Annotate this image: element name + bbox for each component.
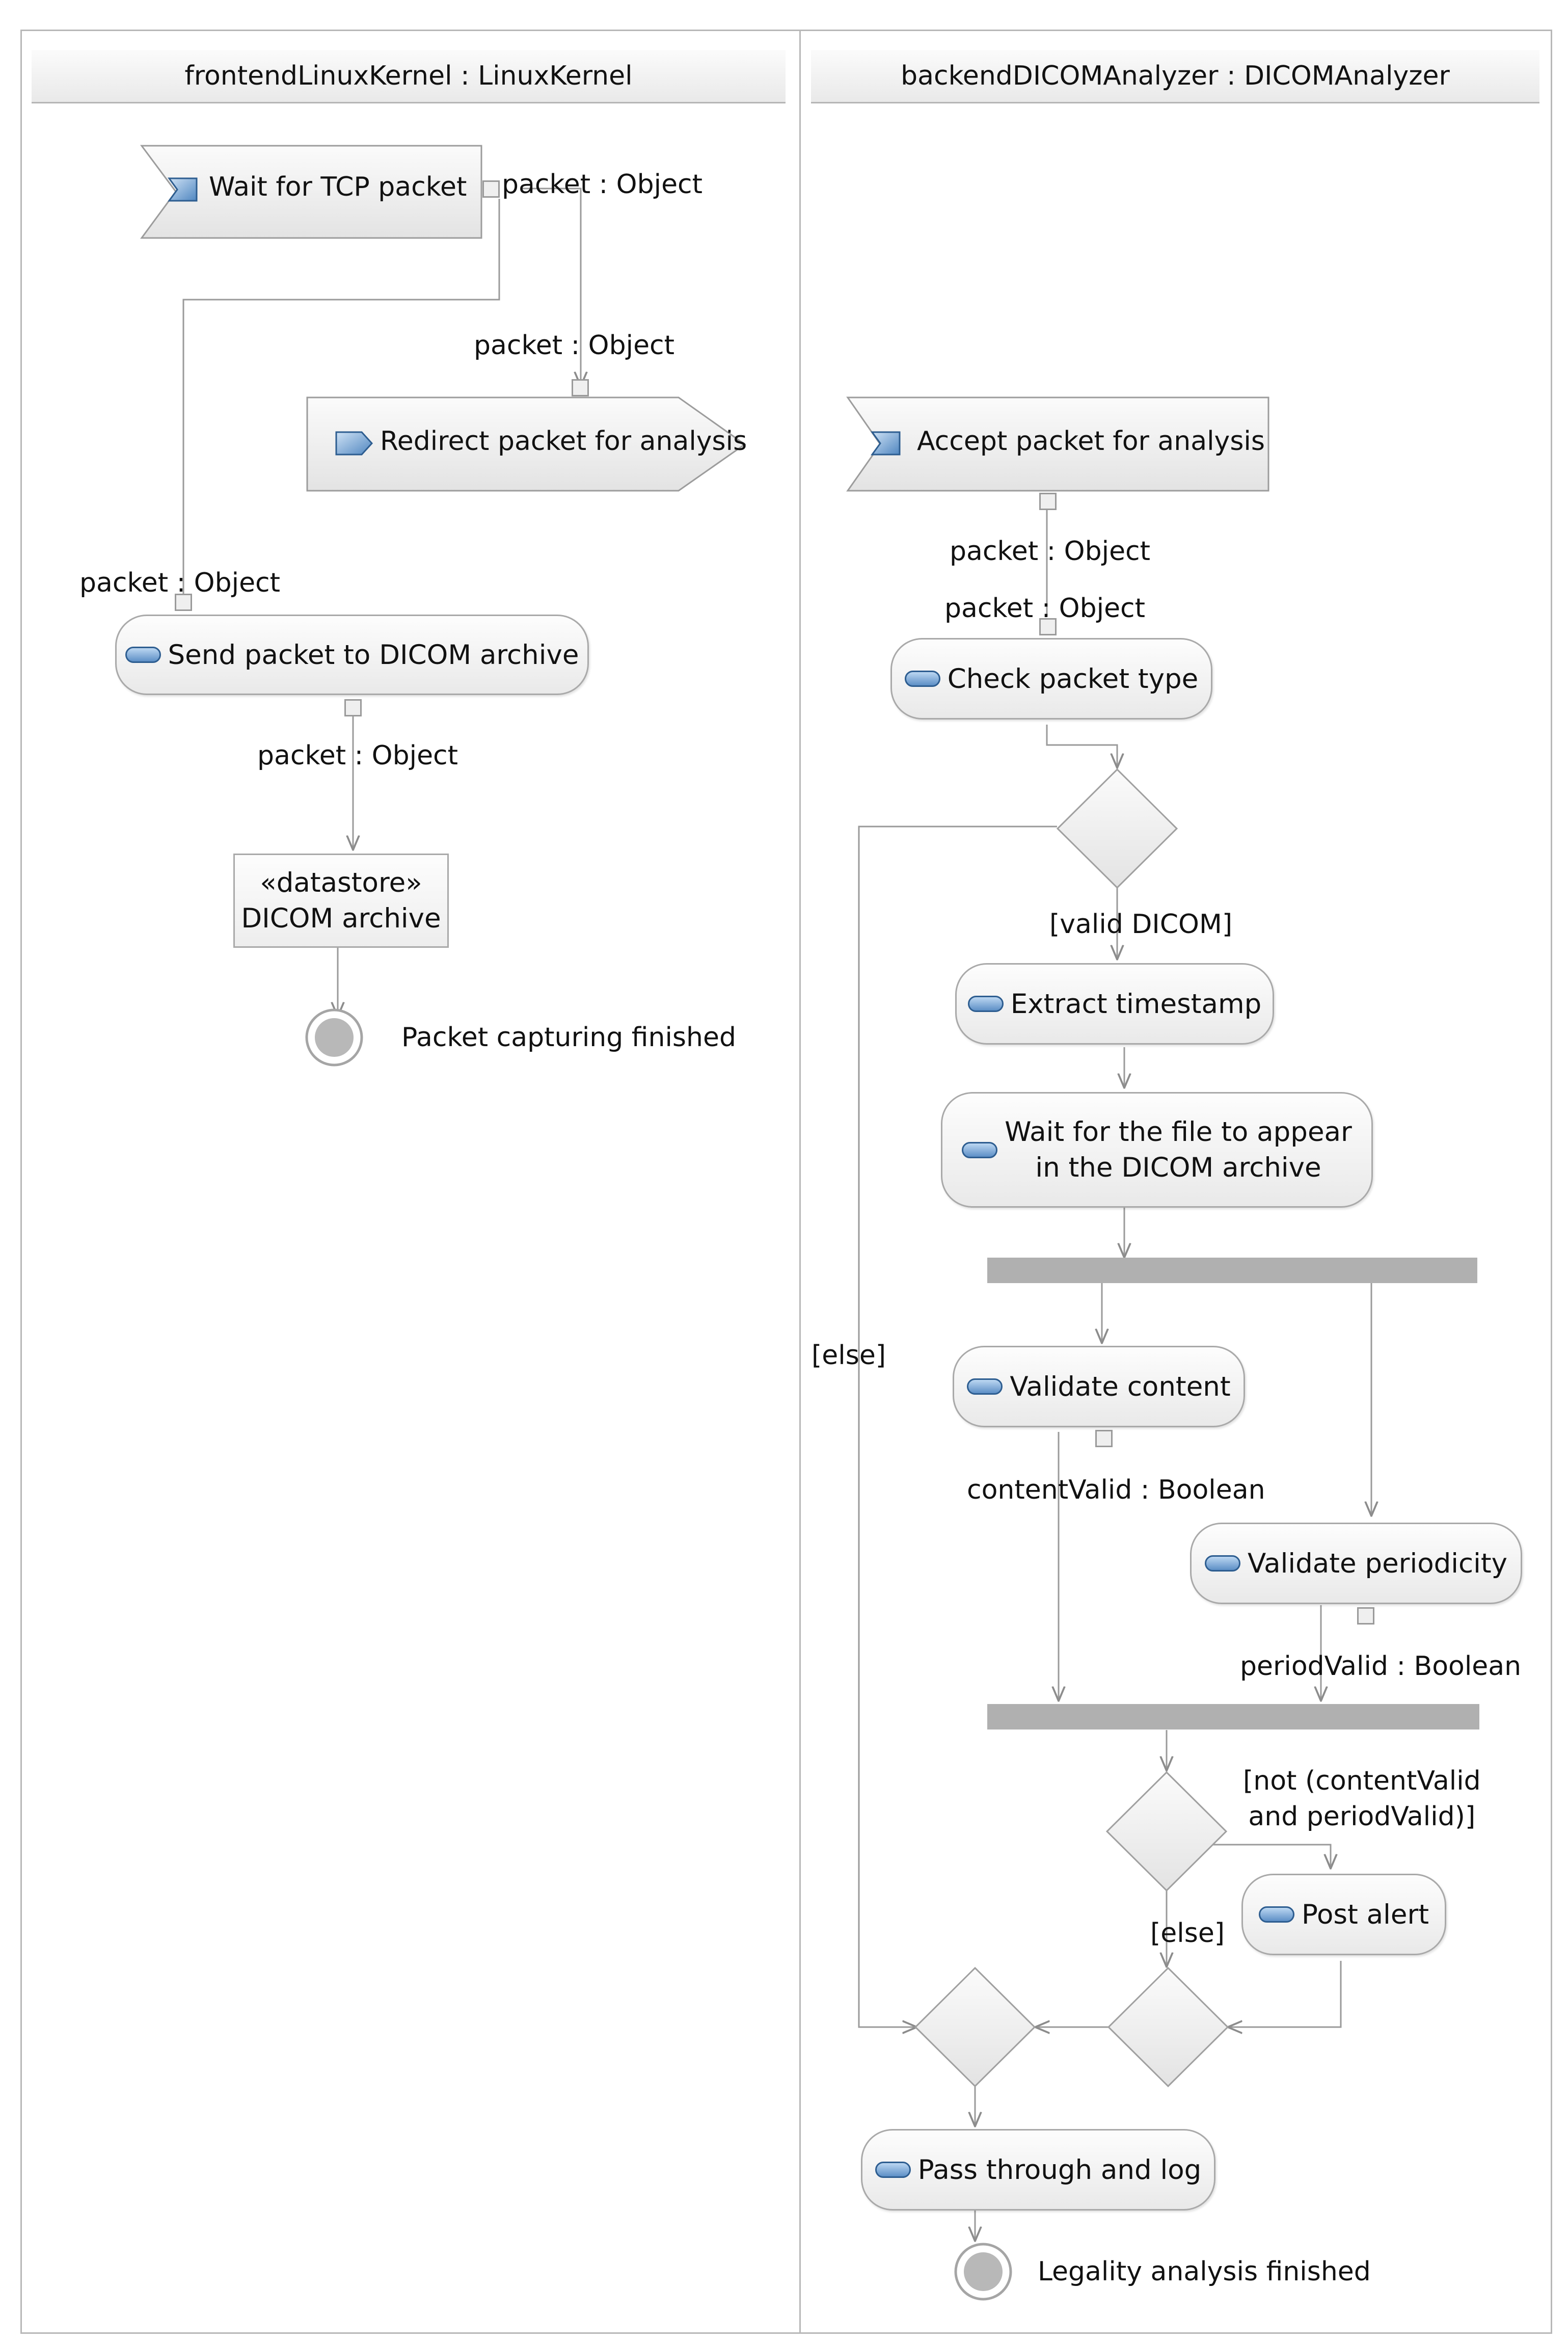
decision-valid (1105, 1771, 1228, 1892)
action-icon (125, 647, 161, 663)
pin-label: packet : Object (79, 568, 281, 598)
lane-backend (799, 30, 1552, 2334)
guard-not-valid: [not (contentValid and periodValid)] (1243, 1763, 1481, 1834)
send-signal-icon (335, 431, 373, 456)
pin-label: packet : Object (502, 169, 703, 200)
guard-else: [else] (1150, 1918, 1225, 1949)
redirect-shape (306, 396, 746, 492)
action-icon (904, 671, 940, 687)
validate-content-label: Validate content (1010, 1371, 1231, 1402)
lane-backend-header: backendDICOMAnalyzer : DICOMAnalyzer (811, 50, 1539, 103)
guard-not-line2: and periodValid)] (1248, 1801, 1476, 1832)
wait-tcp-label: Wait for TCP packet (209, 172, 467, 202)
check-type-action: Check packet type (890, 638, 1212, 720)
wait-file-line1: Wait for the file to appear (1005, 1116, 1352, 1148)
merge-outer (914, 1966, 1036, 2088)
fork-bar (987, 1258, 1477, 1283)
datastore-dicom-archive: «datastore» DICOM archive (233, 854, 449, 948)
action-icon (875, 2162, 911, 2178)
send-archive-label: Send packet to DICOM archive (168, 639, 579, 671)
guard-else: [else] (812, 1340, 886, 1371)
pass-log-label: Pass through and log (917, 2154, 1202, 2186)
accept-label: Accept packet for analysis (917, 426, 1265, 457)
validate-periodicity-action: Validate periodicity (1190, 1523, 1522, 1604)
guard-valid-dicom: [valid DICOM] (1049, 909, 1233, 940)
wait-file-line2: in the DICOM archive (1035, 1152, 1321, 1183)
extract-timestamp-action: Extract timestamp (955, 963, 1274, 1045)
final-node-capture (305, 1008, 363, 1067)
merge-inner (1107, 1966, 1229, 2088)
accept-event-icon (871, 431, 901, 456)
final-node-legality (954, 2243, 1012, 2301)
pin-period-out (1357, 1607, 1374, 1625)
lane-frontend-header: frontendLinuxKernel : LinuxKernel (32, 50, 786, 103)
legality-finished-label: Legality analysis finished (1038, 2256, 1371, 2287)
wait-file-action: Wait for the file to appear in the DICOM … (941, 1092, 1373, 1208)
pass-log-action: Pass through and log (861, 2129, 1215, 2211)
validate-content-action: Validate content (953, 1346, 1245, 1427)
pin-wait-tcp-out (482, 180, 500, 198)
accept-event-icon (168, 177, 198, 202)
pin-label: packet : Object (950, 536, 1151, 567)
pin-check-in (1039, 618, 1057, 635)
post-alert-label: Post alert (1301, 1899, 1429, 1930)
action-icon (962, 1141, 998, 1158)
datastore-name: DICOM archive (241, 902, 441, 934)
content-valid-label: contentValid : Boolean (967, 1475, 1265, 1505)
post-alert-action: Post alert (1241, 1874, 1446, 1955)
pin-label: packet : Object (257, 740, 458, 771)
action-icon (1205, 1555, 1240, 1572)
pin-send-out (344, 699, 362, 716)
datastore-stereotype: «datastore» (260, 867, 422, 898)
action-icon (967, 996, 1004, 1012)
pin-send-in (175, 594, 192, 611)
action-icon (967, 1378, 1003, 1395)
wait-tcp-shape (140, 145, 482, 239)
redirect-label: Redirect packet for analysis (380, 426, 747, 457)
check-type-label: Check packet type (947, 663, 1199, 695)
pin-redirect-in (572, 379, 589, 396)
send-archive-action: Send packet to DICOM archive (115, 615, 589, 695)
pin-label: packet : Object (474, 330, 675, 361)
pin-accept-out (1039, 493, 1057, 510)
extract-timestamp-label: Extract timestamp (1010, 988, 1262, 1020)
decision-packet-type (1056, 768, 1178, 889)
period-valid-label: periodValid : Boolean (1240, 1651, 1522, 1682)
pin-content-out (1095, 1430, 1113, 1447)
action-icon (1258, 1906, 1294, 1923)
pin-label: packet : Object (944, 593, 1146, 624)
validate-periodicity-label: Validate periodicity (1248, 1548, 1507, 1579)
capture-finished-label: Packet capturing finished (401, 1022, 736, 1053)
guard-not-line1: [not (contentValid (1243, 1766, 1481, 1796)
join-bar (987, 1704, 1479, 1729)
